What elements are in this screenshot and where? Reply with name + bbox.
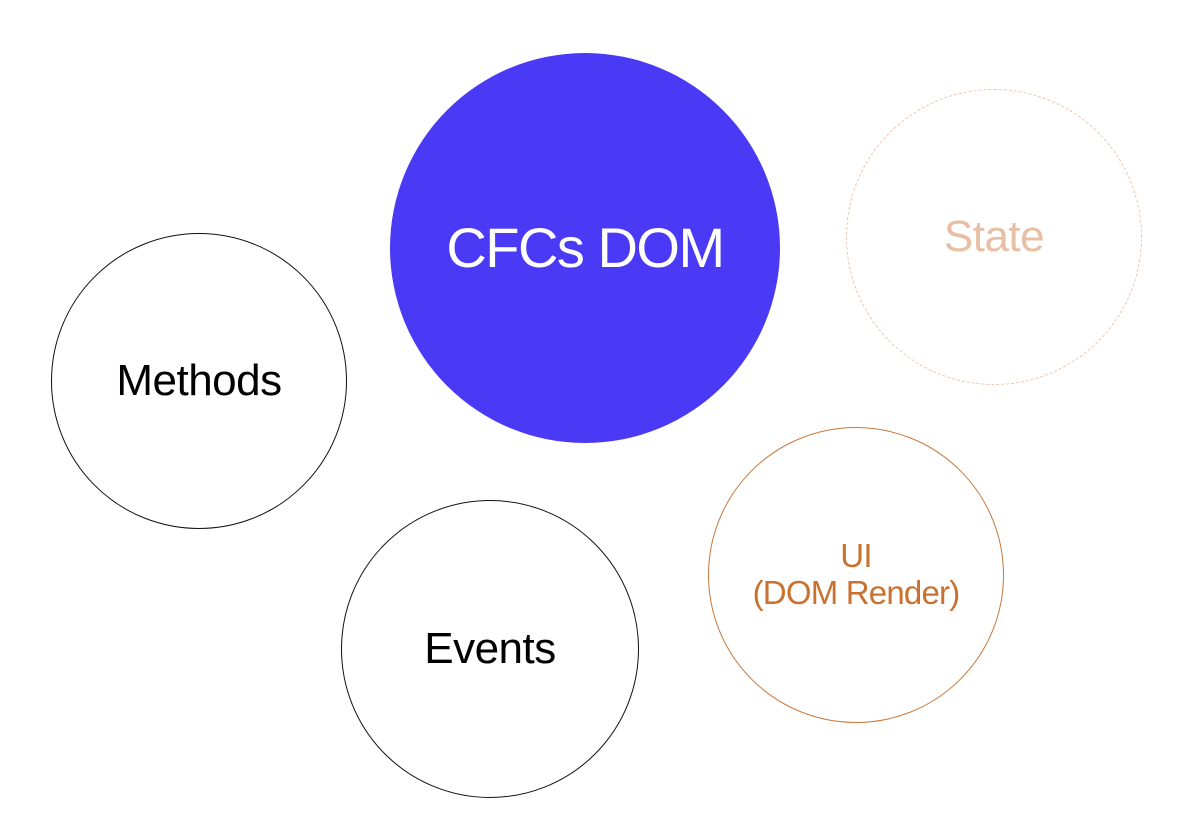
- ui-label: UI: [840, 537, 872, 575]
- ui-dom-render-circle: UI (DOM Render): [708, 427, 1004, 723]
- methods-label: Methods: [116, 355, 282, 405]
- events-circle: Events: [341, 500, 639, 798]
- cfcs-dom-label: CFCs DOM: [446, 215, 725, 279]
- state-circle: State: [846, 89, 1142, 385]
- dom-render-label: (DOM Render): [752, 574, 961, 611]
- events-label: Events: [424, 623, 556, 673]
- state-label: State: [943, 211, 1045, 261]
- cfcs-dom-circle: CFCs DOM: [390, 53, 780, 443]
- methods-circle: Methods: [51, 233, 347, 529]
